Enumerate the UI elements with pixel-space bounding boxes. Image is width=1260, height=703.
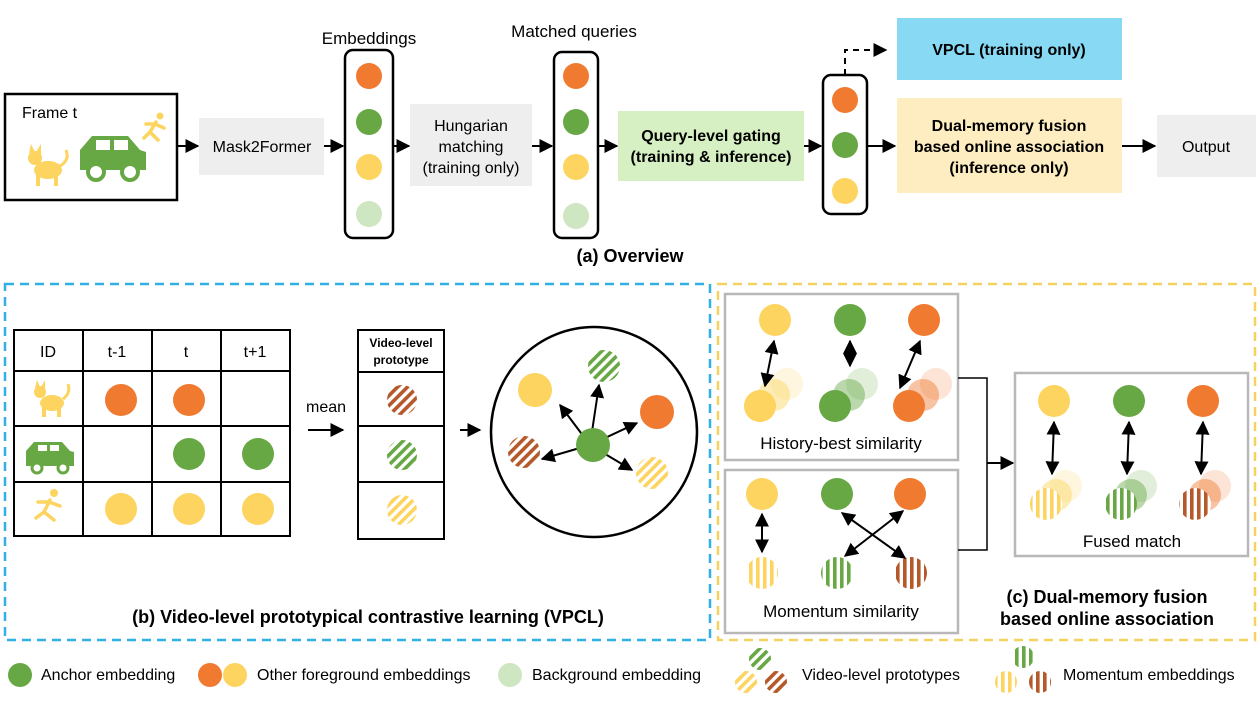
query-orange — [563, 63, 589, 89]
embedding-background — [356, 201, 382, 227]
association-dashed-border — [716, 282, 1257, 642]
id-table — [13, 329, 291, 537]
hungarian-line1: Hungarian — [434, 118, 508, 135]
dual-line2: based online association — [914, 139, 1104, 156]
table-cat-icon — [34, 380, 71, 417]
gated-yellow — [832, 178, 858, 204]
mean-label: mean — [306, 399, 346, 416]
gating-line1: Query-level gating — [641, 128, 781, 145]
space-brown-prototype — [508, 436, 540, 468]
cat-icon — [28, 144, 69, 186]
legend: Anchor embedding Other foreground embedd… — [8, 646, 1235, 693]
history-best-label: History-best similarity — [760, 434, 922, 453]
legend-foreground-label: Other foreground embeddings — [257, 667, 470, 684]
table-header-id: ID — [40, 344, 56, 361]
legend-prototype-swatch-yellow — [735, 671, 757, 693]
legend-anchor-label: Anchor embedding — [41, 667, 175, 684]
momentum-label: Momentum similarity — [763, 602, 919, 621]
fused-matches — [1030, 385, 1231, 520]
prototype-green — [387, 440, 417, 470]
association-caption-line2: based online association — [1000, 609, 1214, 629]
space-green-prototype — [588, 350, 620, 382]
fusion-bracket — [958, 377, 988, 551]
legend-background-label: Background embedding — [532, 667, 701, 684]
embedding-yellow — [356, 154, 382, 180]
frame-label: Frame t — [22, 105, 78, 122]
vpcl-dashed-border — [3, 282, 712, 642]
output-label: Output — [1182, 139, 1231, 156]
cat-embedding-t-minus-1 — [105, 384, 137, 416]
query-yellow — [563, 154, 589, 180]
embeddings-label: Embeddings — [322, 29, 417, 48]
car-embedding-t — [173, 438, 205, 470]
person-embedding-t-plus-1 — [242, 493, 274, 525]
table-header-t-minus-1: t-1 — [108, 344, 127, 361]
legend-anchor-swatch — [8, 663, 32, 687]
table-car-icon — [26, 442, 74, 475]
mask2former-label: Mask2Former — [213, 139, 312, 156]
hungarian-line2: matching — [439, 139, 504, 156]
legend-prototypes-label: Video-level prototypes — [802, 667, 960, 684]
prototype-header-line2: prototype — [373, 353, 429, 367]
fused-match-label: Fused match — [1083, 532, 1181, 551]
legend-foreground-swatch-orange — [198, 663, 222, 687]
space-yellow-embedding — [518, 373, 552, 407]
embedding-green — [356, 109, 382, 135]
overview-section: Frame t — [3, 18, 1256, 266]
cat-embedding-t — [173, 384, 205, 416]
prototype-header-line1: Video-level — [369, 336, 432, 350]
gating-box — [618, 111, 804, 181]
legend-prototype-swatch-brown — [765, 671, 787, 693]
car-icon — [80, 136, 146, 182]
prototype-brown — [387, 385, 417, 415]
table-header-t-plus-1: t+1 — [244, 344, 267, 361]
gated-orange — [832, 87, 858, 113]
legend-momentum-swatch-yellow — [995, 671, 1017, 693]
legend-momentum-swatch-green — [1012, 646, 1034, 668]
association-section: History-best similarity Momentum similar… — [716, 282, 1257, 642]
table-header-t: t — [184, 344, 189, 361]
legend-momentum-swatch-brown — [1029, 671, 1051, 693]
vpcl-section: ID t-1 t t+1 — [3, 282, 712, 642]
hungarian-box — [410, 104, 532, 186]
prototype-table — [357, 329, 445, 540]
legend-background-swatch — [498, 663, 522, 687]
legend-momentum-label: Momentum embeddings — [1063, 667, 1235, 684]
matched-queries-label: Matched queries — [511, 22, 637, 41]
output-box — [1157, 115, 1256, 177]
prototype-yellow — [387, 495, 417, 525]
person-icon — [142, 112, 166, 142]
person-embedding-t — [173, 493, 205, 525]
embedding-orange — [356, 63, 382, 89]
mask2former-box — [199, 118, 324, 175]
association-caption-line1: (c) Dual-memory fusion — [1006, 587, 1207, 607]
vpcl-box — [897, 18, 1122, 80]
dual-memory-box — [897, 98, 1122, 193]
car-embedding-t-plus-1 — [242, 438, 274, 470]
vpcl-caption: (b) Video-level prototypical contrastive… — [132, 607, 604, 627]
overview-caption: (a) Overview — [576, 246, 684, 266]
legend-foreground-swatch-yellow — [223, 663, 247, 687]
embeddings-stack — [343, 48, 395, 240]
gating-line2: (training & inference) — [631, 149, 792, 166]
gated-green — [832, 132, 858, 158]
legend-prototype-swatch-green — [749, 648, 771, 670]
query-background — [563, 203, 589, 229]
space-orange-embedding — [640, 395, 674, 429]
history-best-matches — [744, 304, 952, 422]
dual-line1: Dual-memory fusion — [932, 118, 1087, 135]
space-anchor-embedding — [576, 428, 610, 462]
query-green — [563, 109, 589, 135]
hungarian-line3: (training only) — [423, 160, 520, 177]
vpcl-label: VPCL (training only) — [932, 42, 1085, 59]
table-person-icon — [34, 489, 62, 522]
dual-line3: (inference only) — [949, 160, 1068, 177]
momentum-matches — [746, 478, 927, 589]
space-yellow-prototype — [636, 457, 668, 489]
person-embedding-t-minus-1 — [105, 493, 137, 525]
